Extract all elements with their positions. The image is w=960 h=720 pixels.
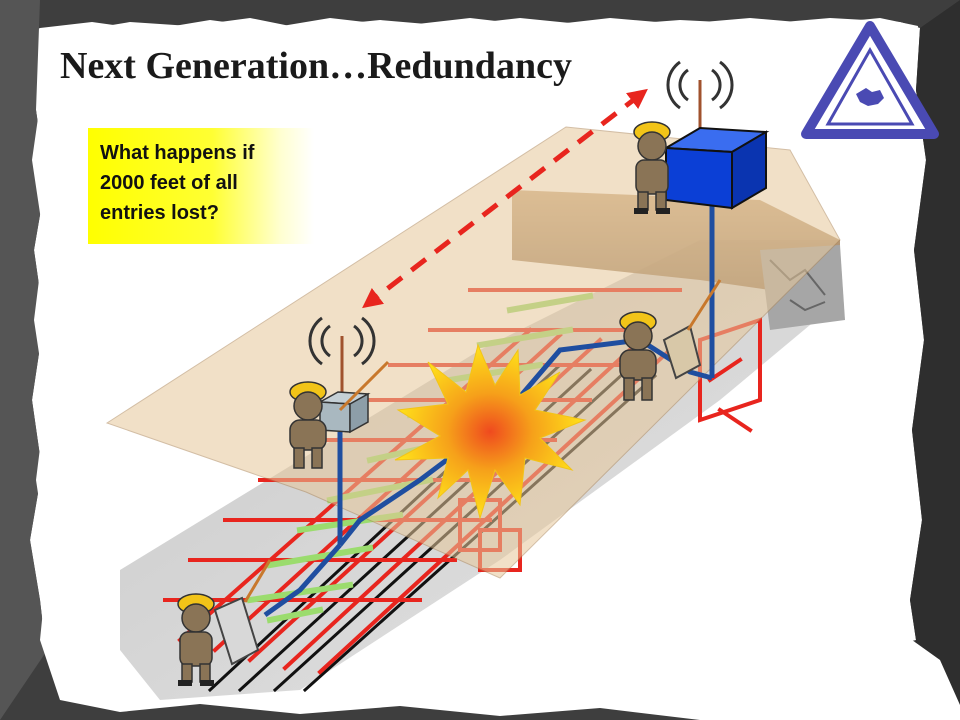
- page-title: Next Generation…Redundancy: [60, 45, 572, 87]
- miner-figure: [633, 121, 671, 214]
- miner-figure: [619, 311, 657, 401]
- miner-figure: [289, 381, 327, 469]
- relay-box: [317, 391, 371, 434]
- wv-training-miners-logo: [801, 21, 939, 139]
- handheld-radio-icon: [662, 279, 722, 380]
- callout-text: What happens if 2000 feet of all entries…: [100, 142, 255, 224]
- radio-wave-icon: [308, 316, 376, 395]
- distance-arrow: [362, 88, 648, 309]
- radio-wave-icon: [666, 60, 734, 135]
- handheld-radio-icon: [213, 559, 272, 666]
- handheld-radio-icon: [338, 360, 390, 412]
- transmitter-box: [662, 126, 770, 210]
- explosion-icon: [394, 343, 587, 520]
- miner-figure: [177, 593, 215, 686]
- question-callout: What happens if 2000 feet of all entries…: [88, 128, 314, 244]
